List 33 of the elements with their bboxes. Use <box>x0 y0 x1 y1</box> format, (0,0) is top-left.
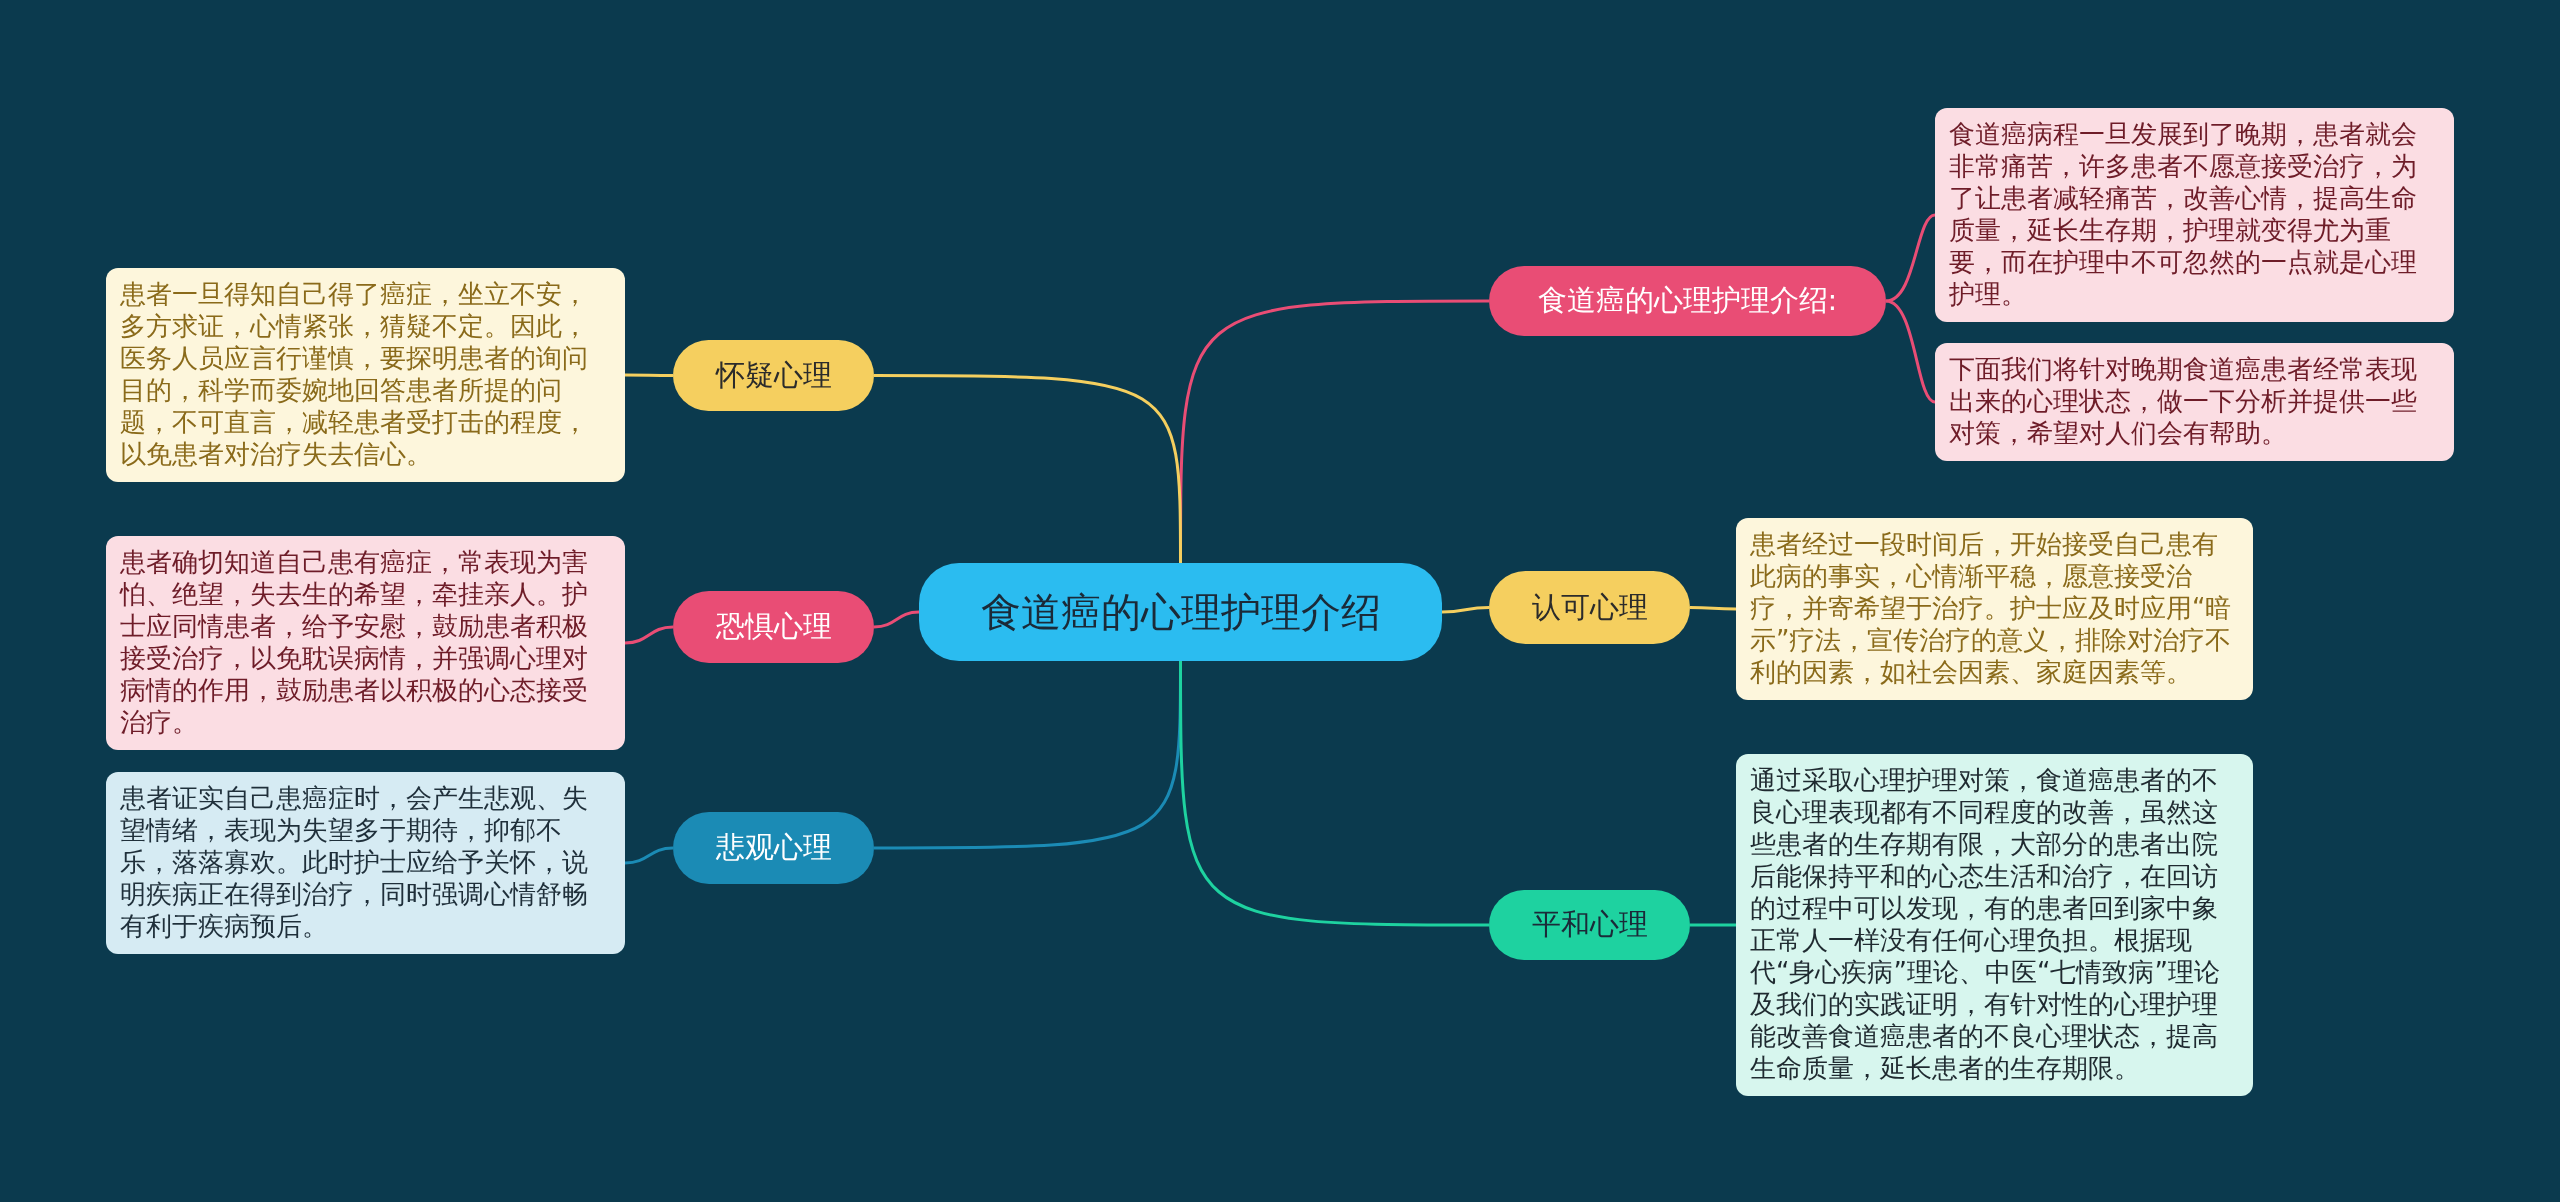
note-card <box>106 772 625 954</box>
note-card <box>1736 754 2253 1096</box>
connector-line <box>873 610 920 629</box>
connector-line <box>1441 606 1490 614</box>
connector-line <box>1885 213 1936 303</box>
note-card <box>106 536 625 750</box>
connector-line <box>624 846 674 865</box>
topic-label: 恐惧心理 <box>715 608 832 645</box>
connector-line <box>1885 299 1936 404</box>
topic-label: 认可心理 <box>1531 588 1648 626</box>
topic-label: 食道癌的心理护理介绍 <box>980 587 1381 637</box>
topic-label: 怀疑心理 <box>715 356 832 394</box>
note-card <box>1736 518 2253 700</box>
note-text: 患者证实自己患癌症时，会产生悲观、失望情绪，表现为失望多于期待，抑郁不乐，落落寡欢。此时护士应给予关怀，说明疾病正在得到治疗，同时强调心情舒畅有利于疾病预后。 <box>120 783 588 941</box>
topic-label: 食道癌的心理护理介绍: <box>1537 282 1838 319</box>
topic-label: 悲观心理 <box>715 829 832 866</box>
connector-line <box>624 625 674 645</box>
connector-line <box>1179 661 1489 927</box>
note-text: 患者确切知道自己患有癌症，常表现为害怕、绝望，失去生的希望，牵挂亲人。护士应同情患者，给予安慰，鼓励患者积极接受治疗，以免耽误病情，并强调心理对病情的作用，鼓励患者以积极的心态接受治疗。 <box>120 547 588 737</box>
note-card <box>1935 343 2454 461</box>
central-topic <box>919 563 1442 661</box>
topic-label: 平和心理 <box>1531 906 1648 943</box>
note-text: 患者经过一段时间后，开始接受自己患有此病的事实，心情渐平稳，愿意接受治疗，并寄希望于治疗。护士应及时应用“暗示”疗法，宣传治疗的意义，排除对治疗不利的因素，如社会因素、家庭因素等。 <box>1750 529 2232 687</box>
connector-line <box>874 374 1182 563</box>
note-text: 患者一旦得知自己得了癌症，坐立不安，多方求证，心情紧张，猜疑不定。因此，医务人员应言行谨慎，要探明患者的询问目的，科学而委婉地回答患者所提的问题，不可直言，减轻患者受打击的程度，以免患者对治疗失去信心。 <box>120 279 588 469</box>
note-text: 下面我们将针对晚期食道癌患者经常表现出来的心理状态，做一下分析并提供一些对策，希望对人们会有帮助。 <box>1949 354 2417 448</box>
note-text: 通过采取心理护理对策，食道癌患者的不良心理表现都有不同程度的改善，虽然这些患者的生存期有限，大部分的患者出院后能保持平和的心态生活和治疗，在回访的过程中可以发现，有的患者回到家中象正常人一样没有任何心理负担。根据现代“身心疾病”理论、中医“七情致病”理论及我们的实践证明，有针对性的心理护理能改善食道癌患者的不良心理状态，提高生命质量，延长患者的生存期限。 <box>1750 765 2220 1083</box>
note-text: 食道癌病程一旦发展到了晚期，患者就会非常痛苦，许多患者不愿意接受治疗，为了让患者减轻痛苦，改善心情，提高生命质量，延长生存期，护理就变得尤为重要，而在护理中不可忽然的一点就是心理护理。 <box>1949 119 2417 309</box>
connector-line <box>1690 606 1736 611</box>
connector-line <box>625 373 673 377</box>
note-card <box>1935 108 2454 322</box>
connector-line <box>1690 923 1736 927</box>
note-card <box>106 268 625 482</box>
